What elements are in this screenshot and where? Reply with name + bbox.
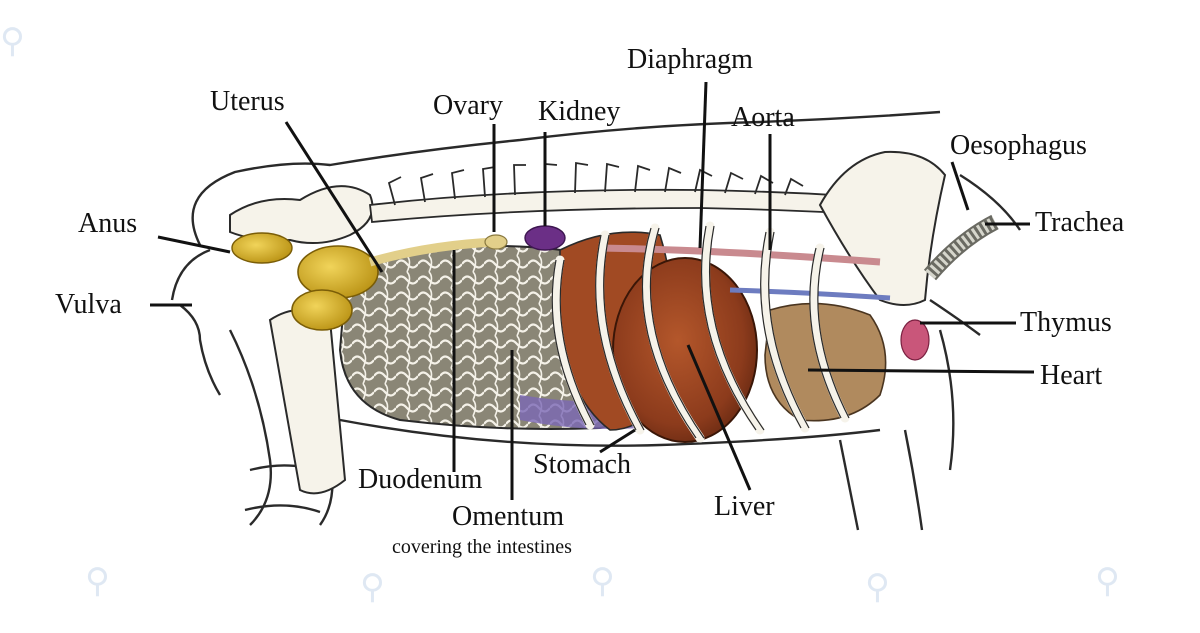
label-duodenum: Duodenum: [358, 464, 483, 495]
label-oesophagus: Oesophagus: [950, 130, 1087, 161]
svg-text:⚲: ⚲: [360, 569, 385, 606]
kidney-organ: [524, 225, 566, 251]
uterus-organ: [291, 237, 496, 331]
label-thymus: Thymus: [1020, 307, 1112, 338]
svg-text:⚲: ⚲: [0, 23, 25, 60]
leader-lines: [150, 81, 1035, 500]
label-stomach: Stomach: [533, 449, 631, 480]
label-vulva: Vulva: [55, 289, 122, 320]
thymus-organ: [900, 319, 930, 361]
label-diaphragm: Diaphragm: [627, 44, 753, 75]
label-trachea: Trachea: [1035, 207, 1125, 238]
label-liver: Liver: [714, 491, 775, 522]
label-uterus: Uterus: [210, 86, 285, 117]
svg-text:⚲: ⚲: [85, 563, 110, 600]
label-omentum-note: covering the intestines: [392, 536, 572, 558]
spine: [369, 161, 881, 223]
watermark: ⚲ ⚲ ⚲ ⚲ ⚲ ⚲: [0, 23, 1120, 606]
label-omentum: Omentum: [452, 501, 564, 532]
label-kidney: Kidney: [538, 96, 621, 127]
label-heart: Heart: [1040, 360, 1103, 391]
ribs: [551, 221, 850, 443]
svg-text:⚲: ⚲: [1095, 563, 1120, 600]
svg-text:⚲: ⚲: [590, 563, 615, 600]
anus-organ: [231, 232, 293, 264]
label-anus: Anus: [78, 208, 138, 239]
shoulder-blade: [818, 150, 947, 306]
svg-text:⚲: ⚲: [865, 569, 890, 606]
label-aorta: Aorta: [731, 102, 795, 133]
body-outline: [170, 110, 1021, 531]
aorta-vessel: [599, 244, 881, 266]
label-ovary: Ovary: [433, 90, 503, 121]
ovary-organ: [484, 234, 508, 250]
